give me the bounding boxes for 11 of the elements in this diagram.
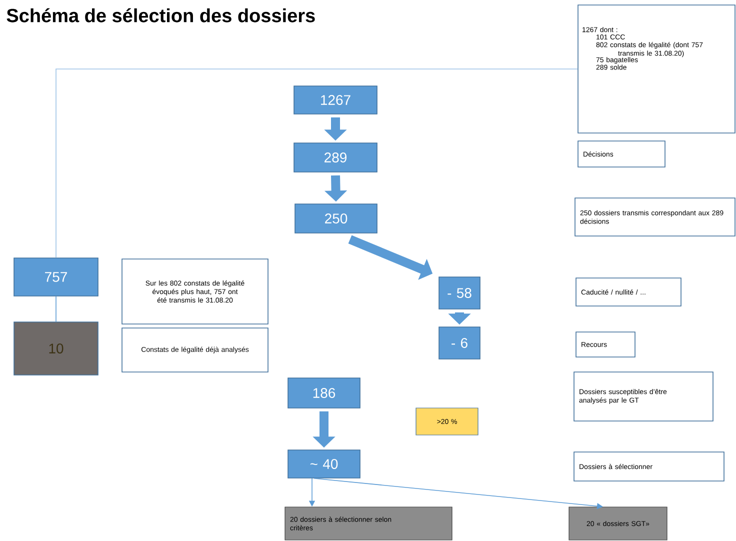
count-box: - 58	[438, 276, 480, 310]
connector-line	[56, 68, 578, 258]
count-box: 250	[294, 204, 378, 234]
count-box: 1267	[294, 86, 378, 114]
count-box: - 6	[438, 326, 480, 360]
title: Schéma de sélection des dossiers	[6, 8, 315, 22]
count-box: 757	[14, 258, 98, 296]
count-box: 289	[294, 142, 378, 172]
count-box: 186	[288, 378, 360, 408]
count-box: ~ 40	[288, 450, 360, 478]
count-box: 10	[14, 322, 98, 376]
